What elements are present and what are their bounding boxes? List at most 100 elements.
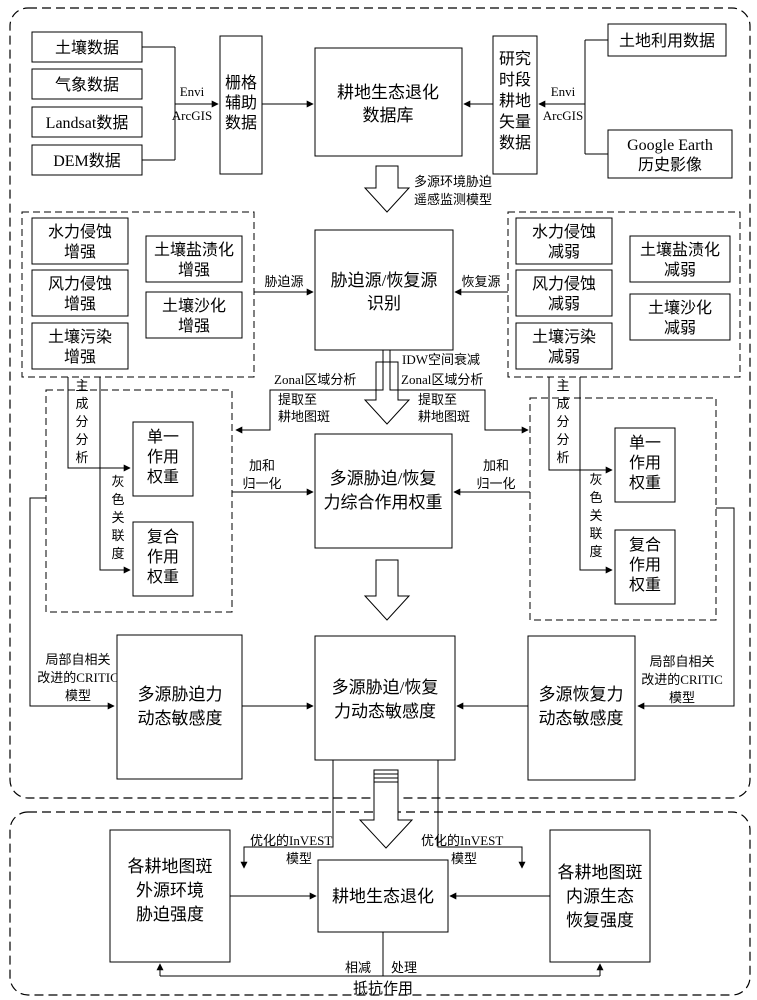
external-stress-intensity-box: 各耕地图斑 外源环境 胁迫强度 <box>109 829 231 963</box>
subtract-process-line <box>156 932 604 977</box>
right-critic-line <box>637 507 735 710</box>
left-pca-char-5: 析 <box>75 450 88 465</box>
combined-weight-label-2: 力综合作用权重 <box>324 493 443 512</box>
left-composite-weight-label-2: 作用 <box>147 548 179 566</box>
left-normalize-label: 归一化 <box>242 476 281 491</box>
input-land-use-label: 土地利用数据 <box>619 32 715 50</box>
stress-wind-label-1: 风力侵蚀 <box>48 275 112 293</box>
input-dem-data-box: DEM数据 <box>31 144 143 176</box>
internal-recovery-label-2: 内源生态 <box>566 887 634 906</box>
stress-water-erosion-box: 水力侵蚀 增强 <box>31 217 129 265</box>
left-single-weight-label-3: 权重 <box>147 468 179 486</box>
hollow-arrow-model <box>363 165 411 213</box>
right-single-weight-box: 单一 作用 权重 <box>614 427 676 503</box>
right-critic-label-2: 改进的CRITIC <box>641 672 723 687</box>
right-grey-char-2: 色 <box>589 490 602 505</box>
stress-source-label: 胁迫源 <box>264 274 303 289</box>
internal-recovery-label-1: 各耕地图斑 <box>558 863 643 882</box>
identify-label-2: 识别 <box>367 294 401 313</box>
stress-desertification-label-1: 土壤沙化 <box>162 296 226 315</box>
stress-wind-erosion-box: 风力侵蚀 增强 <box>31 269 129 317</box>
recovery-sensitivity-label-2: 动态敏感度 <box>539 709 624 728</box>
recovery-water-label-1: 水力侵蚀 <box>532 223 596 241</box>
recovery-salinization-label-2: 减弱 <box>664 261 696 279</box>
stress-pollution-label-2: 增强 <box>64 348 96 366</box>
recovery-desertification-label-1: 土壤沙化 <box>648 298 712 317</box>
stress-water-label-1: 水力侵蚀 <box>48 223 112 241</box>
vector-label-5: 数据 <box>499 134 531 152</box>
left-critic-line <box>29 497 115 710</box>
extract-label-right-2: 耕地图斑 <box>418 409 470 424</box>
identify-label-1: 胁迫源/恢复源 <box>331 271 438 290</box>
input-land-use-box: 土地利用数据 <box>607 23 727 57</box>
source-identification-box: 胁迫源/恢复源 识别 <box>314 229 454 351</box>
recovery-soil-pollution-box: 土壤污染 减弱 <box>515 322 613 370</box>
right-weight-group <box>529 397 717 621</box>
raster-data-box: 栅格 辅助 数据 <box>219 35 263 175</box>
right-invest-label-1: 优化的InVEST <box>421 833 503 848</box>
right-pca-char-1: 主 <box>556 378 569 393</box>
right-composite-weight-box: 复合 作用 权重 <box>614 529 676 605</box>
stress-wind-label-2: 增强 <box>64 295 96 313</box>
recovery-desertification-box: 土壤沙化 减弱 <box>629 293 731 341</box>
stress-sensitivity-box: 多源胁迫力 动态敏感度 <box>116 634 243 780</box>
right-composite-weight-label-3: 权重 <box>629 576 661 594</box>
right-invest-label-2: 模型 <box>451 851 477 866</box>
degradation-box: 耕地生态退化 <box>317 859 449 933</box>
left-composite-weight-box: 复合 作用 权重 <box>132 521 194 597</box>
external-stress-label-1: 各耕地图斑 <box>128 857 213 876</box>
left-critic-label-3: 模型 <box>65 688 91 703</box>
model-label-1: 多源环境胁迫 <box>414 174 492 189</box>
left-sum-label: 加和 <box>249 458 275 473</box>
vector-label-2: 时段 <box>499 71 531 89</box>
stress-sensitivity-label-2: 动态敏感度 <box>138 709 223 728</box>
left-grey-char-4: 联 <box>111 528 124 543</box>
zonal-label-right: Zonal区域分析 <box>401 372 483 387</box>
raster-label-1: 栅格 <box>225 74 257 92</box>
combined-sensitivity-label-1: 多源胁迫/恢复 <box>332 678 439 697</box>
extract-label-left-2: 耕地图斑 <box>278 409 330 424</box>
recovery-salinization-label-1: 土壤盐渍化 <box>640 240 720 259</box>
left-invest-line <box>240 760 334 869</box>
recovery-water-label-2: 减弱 <box>548 243 580 261</box>
input-weather-data-box: 气象数据 <box>31 68 143 100</box>
stress-desertification-box: 土壤沙化 增强 <box>145 291 243 339</box>
left-single-weight-label-2: 作用 <box>147 448 179 466</box>
stress-salinization-box: 土壤盐渍化 增强 <box>145 235 243 283</box>
extract-label-right-1: 提取至 <box>418 392 457 407</box>
raster-label-3: 数据 <box>225 114 257 132</box>
right-invest-line <box>437 760 526 869</box>
recovery-pollution-label-1: 土壤污染 <box>532 327 596 346</box>
internal-recovery-label-3: 恢复强度 <box>566 911 634 930</box>
right-arcgis-label: ArcGIS <box>543 108 583 123</box>
external-stress-label-3: 胁迫强度 <box>136 905 204 924</box>
input-google-earth-box: Google Earth 历史影像 <box>607 129 733 179</box>
input-google-earth-label-1: Google Earth <box>627 137 713 154</box>
vector-label-4: 矢量 <box>499 113 531 131</box>
stress-pollution-label-1: 土壤污染 <box>48 327 112 346</box>
left-pca-line <box>67 377 131 472</box>
model-label-2: 遥感监测模型 <box>414 192 492 207</box>
left-pca-char-3: 分 <box>75 414 88 429</box>
idw-label: IDW空间衰减 <box>402 352 480 367</box>
right-grey-char-3: 关 <box>589 508 602 523</box>
left-grey-line <box>99 377 131 574</box>
right-pca-char-5: 析 <box>556 450 569 465</box>
resist-label: 抵抗作用 <box>353 980 413 997</box>
stress-soil-pollution-box: 土壤污染 增强 <box>31 322 129 370</box>
left-single-weight-box: 单一 作用 权重 <box>132 421 194 497</box>
recovery-sensitivity-label-1: 多源恢复力 <box>539 685 624 704</box>
right-grey-char-1: 灰 <box>589 472 602 487</box>
database-label-1: 耕地生态退化 <box>337 83 439 102</box>
right-grey-char-5: 度 <box>589 544 602 559</box>
combined-sensitivity-label-2: 力动态敏感度 <box>334 702 436 721</box>
left-critic-label-1: 局部自相关 <box>45 652 110 667</box>
left-pca-char-2: 成 <box>75 396 88 411</box>
extract-label-left-1: 提取至 <box>278 392 317 407</box>
recovery-water-erosion-box: 水力侵蚀 减弱 <box>515 217 613 265</box>
left-invest-label-2: 模型 <box>286 851 312 866</box>
right-single-weight-label-3: 权重 <box>629 474 661 492</box>
right-pca-char-2: 成 <box>556 396 569 411</box>
stress-salinization-label-1: 土壤盐渍化 <box>154 240 234 259</box>
